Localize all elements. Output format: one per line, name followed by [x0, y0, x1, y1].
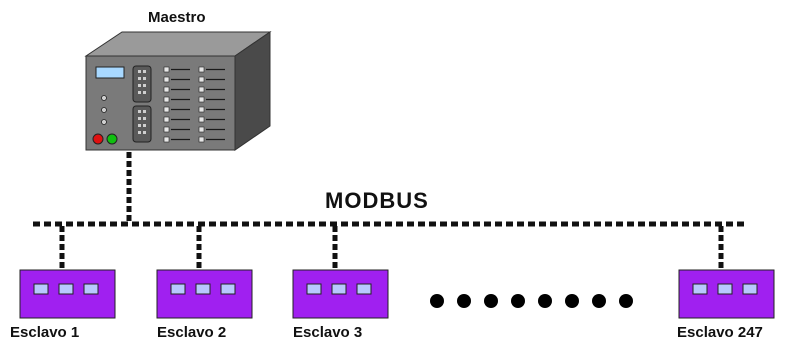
terminal-screw	[163, 116, 170, 123]
terminal-screw	[198, 76, 205, 83]
terminal-screw	[198, 116, 205, 123]
slave-label-2: Esclavo 2	[157, 324, 227, 341]
slave-label-3: Esclavo 3	[293, 324, 363, 341]
master-device	[84, 31, 272, 151]
slave-label-1: Esclavo 1	[10, 324, 80, 341]
slave-port	[331, 283, 347, 295]
terminal-screw	[198, 96, 205, 103]
slave-port	[83, 283, 99, 295]
terminal-screw	[163, 96, 170, 103]
ellipsis-dot	[457, 294, 471, 308]
master-led-red	[92, 133, 104, 145]
master-terminal-block	[163, 66, 225, 143]
ellipsis-dot	[484, 294, 498, 308]
ellipsis-dot	[511, 294, 525, 308]
master-buttons	[101, 95, 107, 125]
terminal-screw	[163, 86, 170, 93]
slave-label-247: Esclavo 247	[677, 324, 763, 341]
terminal-screw	[163, 126, 170, 133]
ellipsis-dot	[619, 294, 633, 308]
slave-port	[33, 283, 49, 295]
terminal-screw	[163, 106, 170, 113]
ellipsis-dots	[430, 294, 633, 308]
master-connector-lower	[132, 105, 152, 143]
master-label: Maestro	[148, 9, 206, 26]
slave-port	[220, 283, 236, 295]
terminal-screw	[163, 76, 170, 83]
slave-devices	[19, 226, 775, 319]
ellipsis-dot	[430, 294, 444, 308]
slave-port	[195, 283, 211, 295]
ellipsis-dot	[565, 294, 579, 308]
terminal-screw	[198, 66, 205, 73]
slave-port	[692, 283, 708, 295]
terminal-screw	[163, 66, 170, 73]
master-display	[95, 66, 125, 79]
terminal-screw	[198, 136, 205, 143]
terminal-screw	[198, 86, 205, 93]
slave-port	[170, 283, 186, 295]
ellipsis-dot	[538, 294, 552, 308]
ellipsis-dot	[592, 294, 606, 308]
master-led-green	[106, 133, 118, 145]
bus-label: MODBUS	[325, 188, 429, 213]
terminal-screw	[198, 126, 205, 133]
slave-port	[306, 283, 322, 295]
slave-port	[58, 283, 74, 295]
slave-port	[717, 283, 733, 295]
terminal-screw	[163, 136, 170, 143]
master-connector-upper	[132, 65, 152, 103]
slave-port	[742, 283, 758, 295]
terminal-screw	[198, 106, 205, 113]
slave-port	[356, 283, 372, 295]
